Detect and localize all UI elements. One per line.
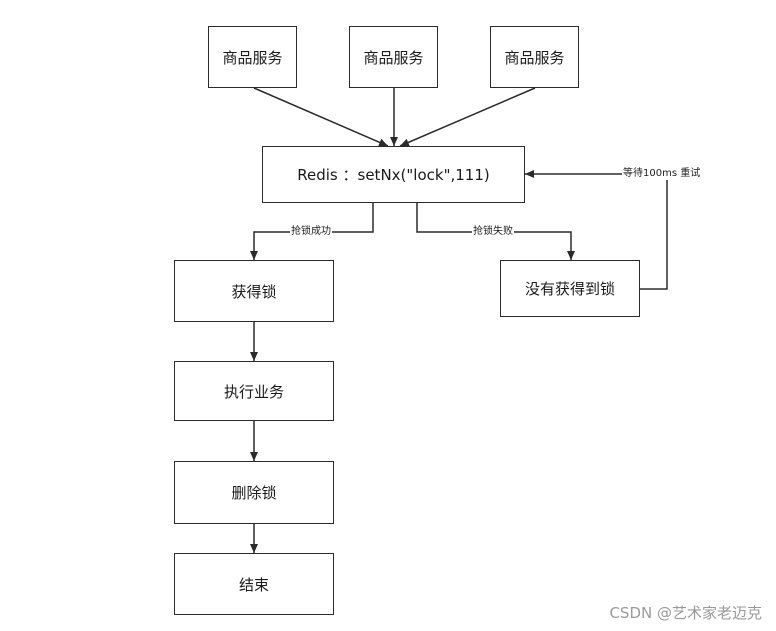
node-service-2-label: 商品服务 bbox=[363, 48, 424, 67]
node-delete-lock: 删除锁 bbox=[174, 461, 334, 524]
edge-label-failure: 抢锁失败 bbox=[472, 226, 514, 238]
node-not-acquired-label: 没有获得到锁 bbox=[524, 280, 615, 298]
watermark: CSDN @艺术家老迈克 bbox=[609, 604, 762, 622]
node-service-1-label: 商品服务 bbox=[222, 48, 283, 67]
node-end: 结束 bbox=[174, 553, 334, 615]
node-service-1: 商品服务 bbox=[208, 26, 297, 88]
node-redis-setnx: Redis ：setNx("lock",111) bbox=[262, 146, 525, 203]
node-service-2: 商品服务 bbox=[349, 26, 438, 88]
arrow-service3-to-redis bbox=[399, 87, 536, 147]
node-execute-label: 执行业务 bbox=[223, 382, 284, 401]
node-execute-business: 执行业务 bbox=[174, 361, 334, 421]
node-redis-label: Redis ：setNx("lock",111) bbox=[297, 166, 490, 184]
node-not-acquired-lock: 没有获得到锁 bbox=[500, 260, 640, 317]
arrow-retry-to-redis bbox=[525, 170, 668, 290]
node-end-label: 结束 bbox=[238, 575, 269, 594]
node-service-3: 商品服务 bbox=[490, 26, 579, 88]
edge-label-success: 抢锁成功 bbox=[290, 226, 332, 238]
node-delete-label: 删除锁 bbox=[231, 484, 277, 502]
node-service-3-label: 商品服务 bbox=[504, 48, 565, 67]
node-acquired-label: 获得锁 bbox=[231, 282, 277, 301]
node-acquired-lock: 获得锁 bbox=[174, 260, 334, 322]
arrow-service1-to-redis bbox=[253, 87, 389, 147]
edge-label-retry: 等待100ms 重试 bbox=[622, 168, 702, 180]
